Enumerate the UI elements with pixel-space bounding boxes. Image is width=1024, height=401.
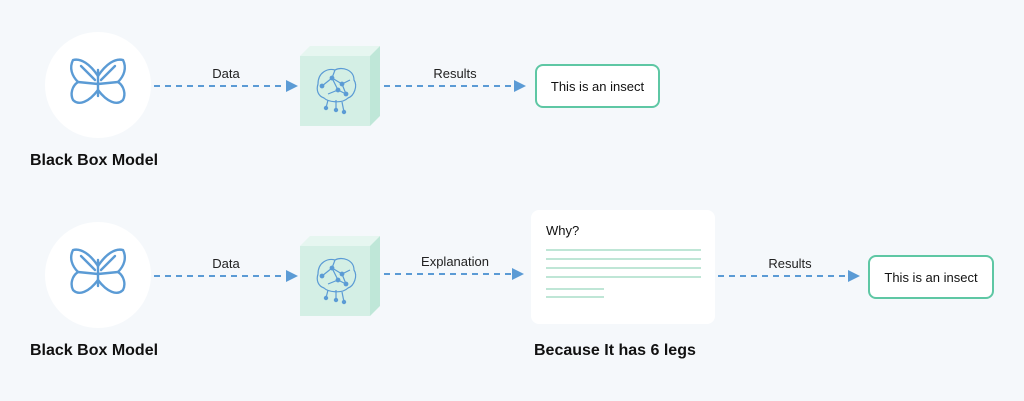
ai-cube-top [300,46,380,126]
card-text-line [546,267,701,269]
card-text-line [546,288,604,290]
result-text-bottom: This is an insect [884,269,978,285]
butterfly-circle-bottom [45,222,151,328]
card-text-line [546,258,701,260]
butterfly-circle-top [45,32,151,138]
model-title-bottom: Black Box Model [30,342,159,359]
explanation-caption: Because It has 6 legs [534,342,696,359]
butterfly-icon [70,248,126,294]
data-label-bottom: Data [212,256,240,271]
card-question: Why? [546,223,580,238]
card-text-line [546,296,604,298]
result-box-bottom: This is an insect [868,255,994,299]
explanation-label-bottom: Explanation [421,254,489,269]
card-text-line [546,276,701,278]
ai-cube-bottom [300,236,380,316]
results-arrow-top [384,80,526,92]
results-arrow-bottom [718,270,860,282]
data-arrow-top [154,80,298,92]
data-arrow-bottom [154,270,298,282]
brain-network-icon [316,67,357,115]
butterfly-icon [70,58,126,104]
result-text-top: This is an insect [550,78,645,94]
results-label-top: Results [433,66,477,81]
result-box-top: This is an insect [535,64,660,108]
brain-network-icon [316,257,357,305]
explanation-arrow-bottom [384,268,524,280]
explanation-card: Why? [531,210,715,324]
model-title-top: Black Box Model [30,152,159,169]
data-label-top: Data [212,66,240,81]
card-text-line [546,249,701,251]
results-label-bottom: Results [768,256,812,271]
